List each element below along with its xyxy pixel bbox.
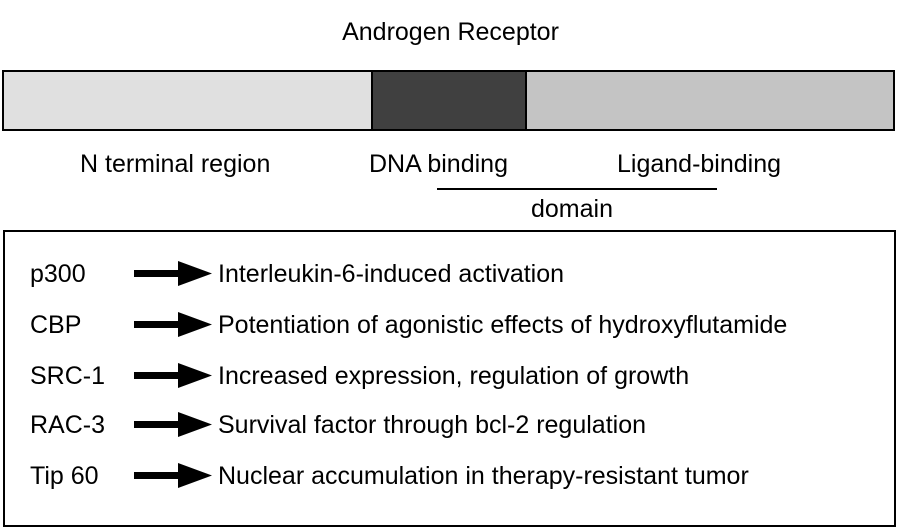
n-terminal-label: N terminal region: [80, 150, 271, 178]
n-terminal-segment: [4, 72, 373, 129]
diagram-title: Androgen Receptor: [342, 18, 559, 46]
coactivator-row: Tip 60 Nuclear accumulation in therapy-re…: [30, 460, 749, 492]
coactivator-effect: Potentiation of agonistic effects of hyd…: [218, 311, 788, 339]
right-arrow-icon: [134, 363, 212, 388]
ligand-binding-segment: [527, 72, 893, 129]
coactivator-effect: Nuclear accumulation in therapy-resistan…: [218, 462, 749, 490]
right-arrow-icon: [134, 312, 212, 337]
right-arrow-icon: [134, 261, 212, 286]
coactivator-effect: Survival factor through bcl-2 regulation: [218, 411, 647, 439]
domain-underline: [437, 188, 717, 190]
coactivator-row: p300 Interleukin-6-induced activation: [30, 258, 564, 290]
coactivator-effect: Increased expression, regulation of grow…: [218, 362, 690, 390]
coactivator-effect: Interleukin-6-induced activation: [218, 260, 565, 288]
androgen-receptor-bar: [2, 70, 895, 131]
ligand-binding-label: Ligand-binding: [617, 150, 782, 178]
coactivator-box: [3, 230, 896, 527]
coactivator-name: SRC-1: [30, 362, 106, 390]
domain-word-label: domain: [531, 195, 613, 223]
coactivator-name: p300: [30, 260, 86, 288]
dna-binding-segment: [373, 72, 527, 129]
right-arrow-icon: [134, 412, 212, 437]
dna-binding-label: DNA binding: [369, 150, 508, 178]
coactivator-name: Tip 60: [30, 462, 99, 490]
coactivator-row: SRC-1 Increased expression, regulation of…: [30, 360, 689, 392]
coactivator-row: CBP Potentiation of agonistic effects of …: [30, 309, 787, 341]
coactivator-row: RAC-3 Survival factor through bcl-2 regul…: [30, 409, 646, 441]
coactivator-name: CBP: [30, 311, 82, 339]
coactivator-name: RAC-3: [30, 411, 106, 439]
right-arrow-icon: [134, 463, 212, 488]
